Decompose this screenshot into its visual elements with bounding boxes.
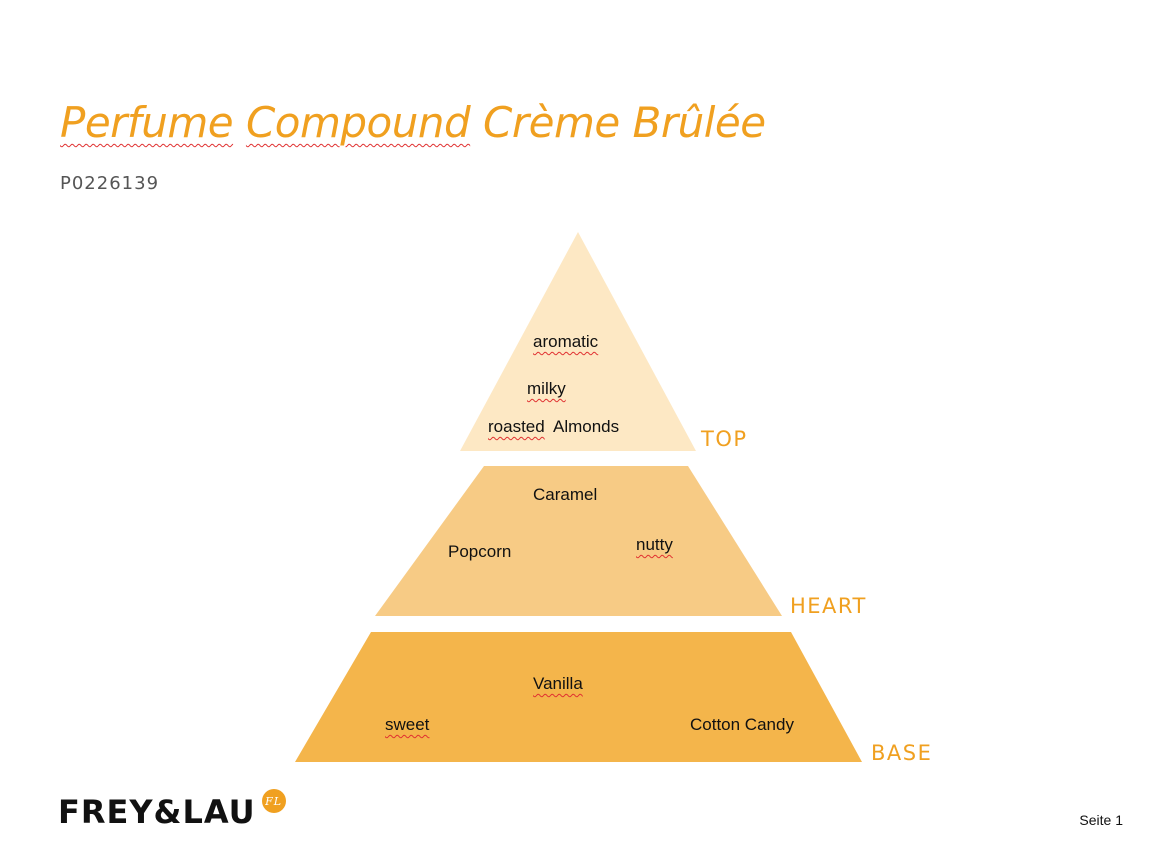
heart-tier-shape (375, 466, 782, 616)
logo-monogram-icon: FL (261, 789, 286, 813)
top-tier-shape (460, 232, 696, 451)
base-note-cotton-candy: Cotton Candy (690, 715, 794, 734)
top-note-almonds: Almonds (553, 417, 620, 436)
heart-note-nutty: nutty (636, 535, 673, 554)
title-word-perfume: Perfume (60, 98, 234, 147)
base-note-vanilla: Vanilla (533, 674, 583, 693)
base-tier-shape (295, 632, 862, 762)
title-product-name: Crème Brûlée (483, 98, 766, 147)
page-number: Seite 1 (1079, 812, 1123, 828)
heart-note-caramel: Caramel (533, 485, 598, 504)
base-note-sweet: sweet (385, 715, 430, 734)
frey-lau-logo: FREY&LAU FL (58, 789, 286, 831)
page-title: Perfume Compound Crème Brûlée (60, 98, 766, 147)
product-code: P0226139 (60, 173, 160, 194)
top-note-milky: milky (527, 379, 566, 398)
logo-wordmark: FREY&LAU (58, 793, 256, 831)
title-word-compound: Compound (245, 98, 471, 147)
top-note-aromatic: aromatic (533, 332, 599, 351)
top-note-roasted: roasted (488, 417, 545, 436)
tier-label-heart: HEART (790, 594, 867, 618)
heart-note-popcorn: Popcorn (448, 542, 512, 561)
tier-label-top: TOP (701, 427, 748, 451)
tier-label-base: BASE (871, 741, 933, 765)
